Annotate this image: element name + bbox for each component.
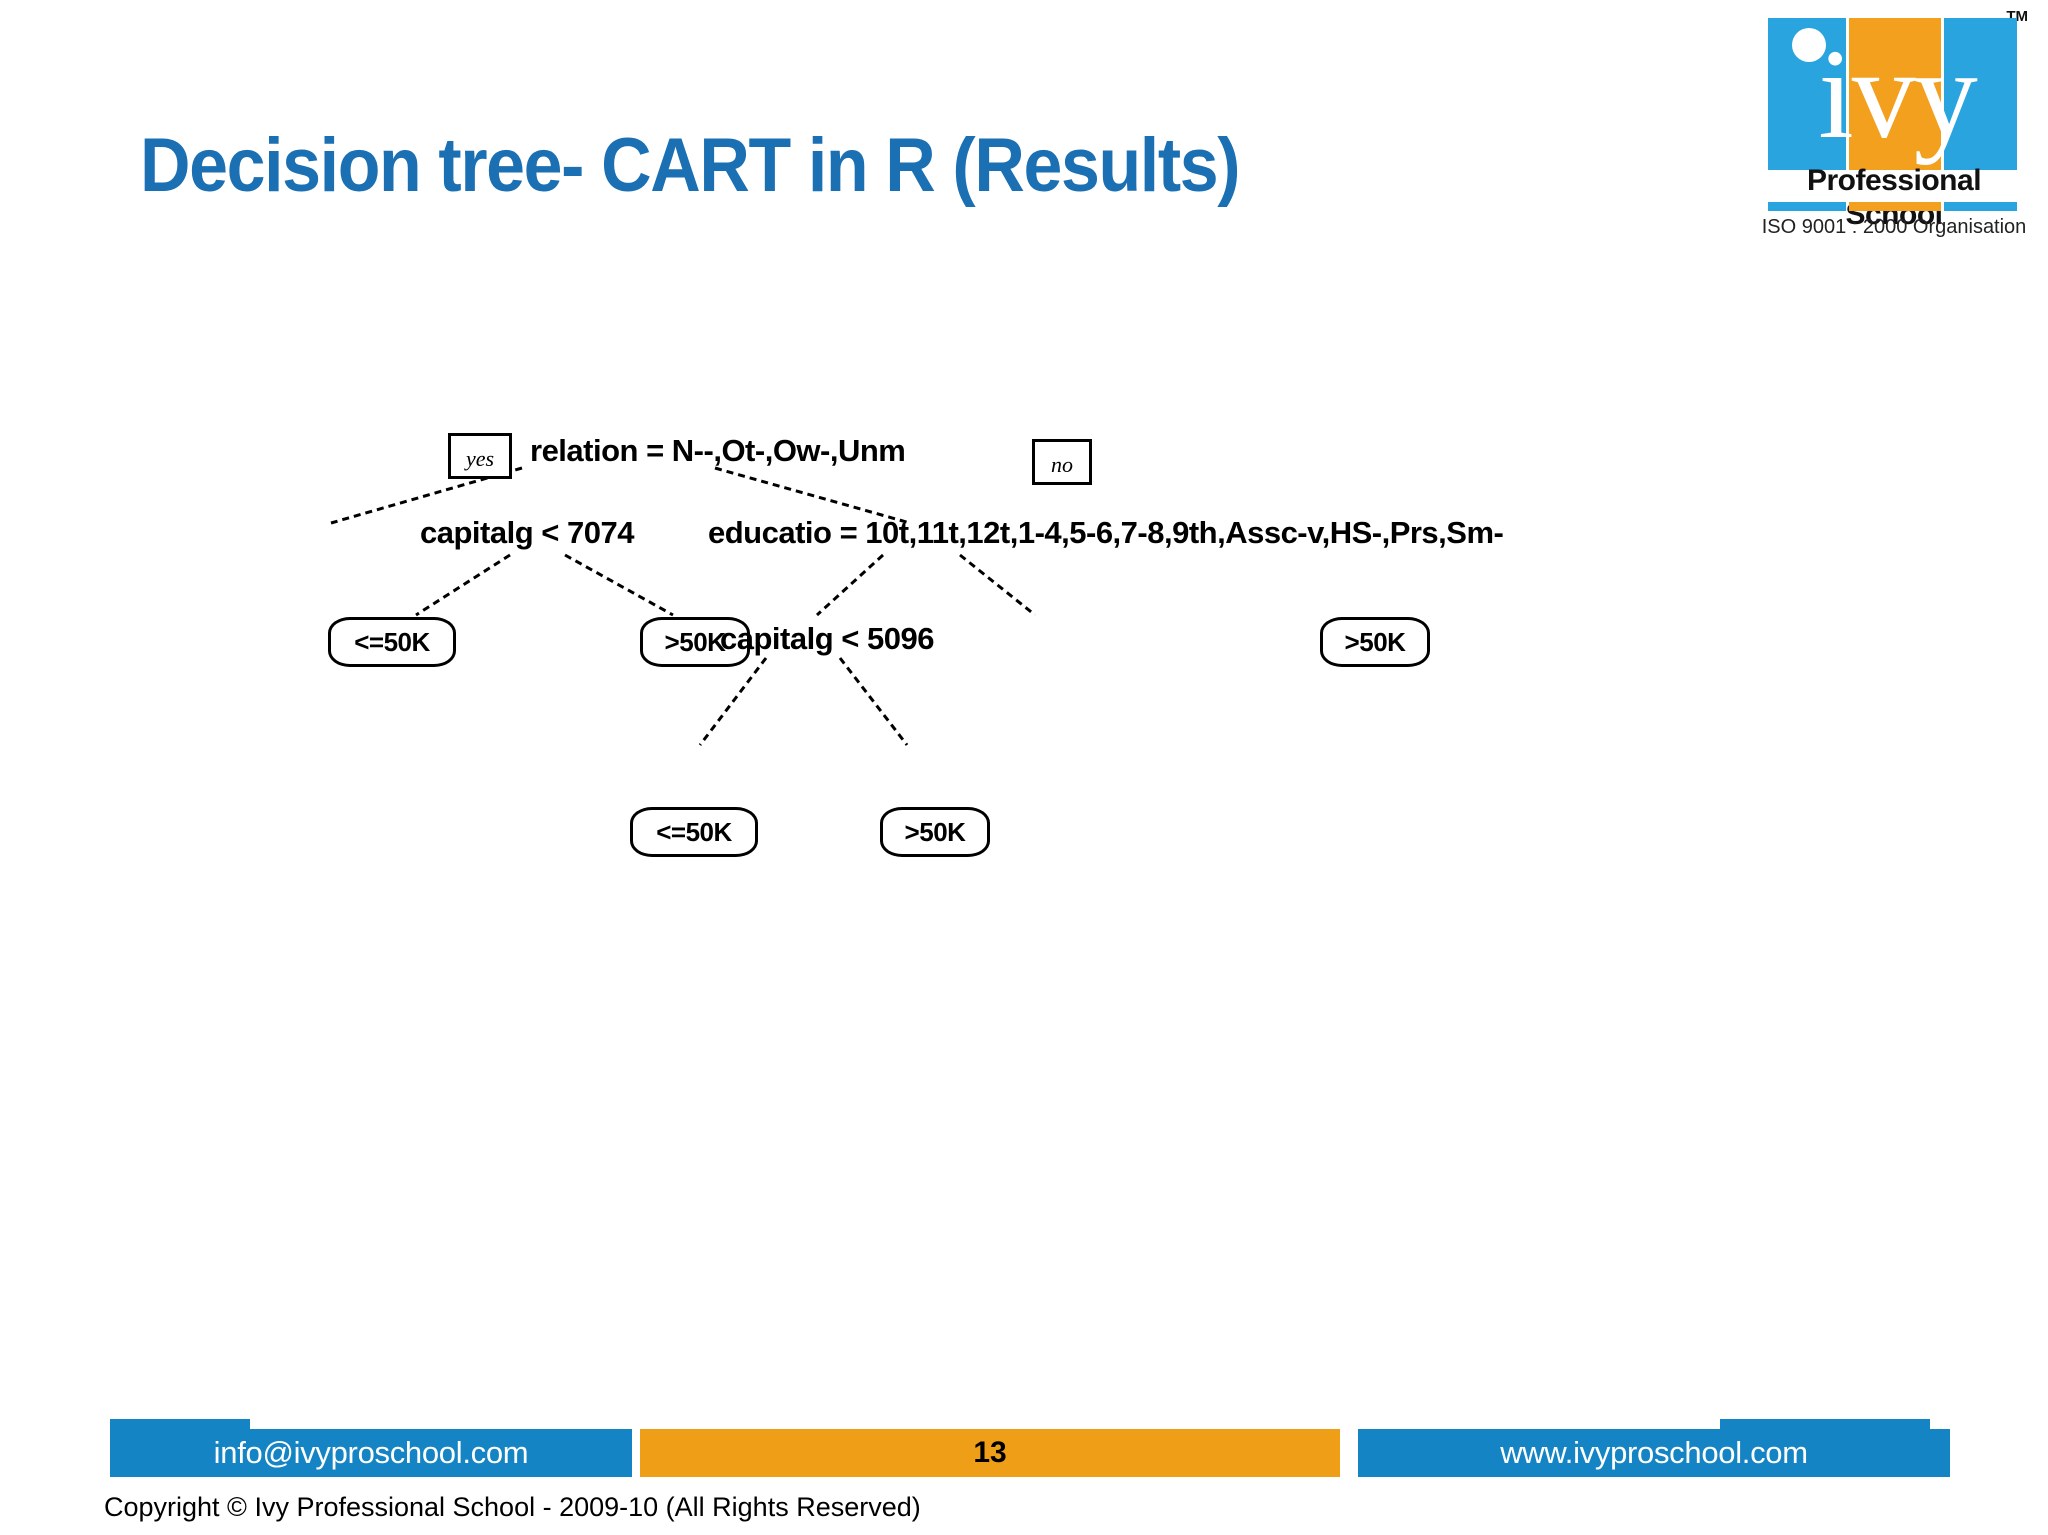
logo-color-blocks [1768, 18, 2020, 170]
root-yes-box: yes [448, 433, 512, 479]
leaf-node-gt50k-2: >50K [1320, 617, 1430, 667]
decision-tree-diagram: yes relation = N--,Ot-,Ow-,Unm no capita… [300, 395, 1760, 1095]
edge-root-left [330, 466, 523, 525]
leaf-node-gt50k-1: >50K [640, 617, 750, 667]
edge-root-right [714, 466, 911, 525]
tree-edges [330, 466, 1036, 746]
edge-l2right-left [815, 553, 885, 617]
logo-block-blue-right [1944, 18, 2018, 170]
logo-iso-certification: ISO 9001 : 2000 Organisation [1761, 216, 2027, 238]
logo-underline-bars [1768, 202, 2020, 211]
node-capitalg-7074: capitalg < 7074 [420, 515, 634, 550]
node-capitalg-5096: capitalg < 5096 [720, 621, 934, 656]
logo-underbar-orange [1849, 202, 1942, 211]
copyright-notice: Copyright © Ivy Professional School - 20… [104, 1492, 921, 1522]
logo-underbar-blue-left [1768, 202, 1847, 211]
edge-l3split-right [838, 657, 909, 746]
node-educatio-split: educatio = 10t,11t,12t,1-4,5-6,7-8,9th,A… [708, 515, 1504, 550]
leaf-node-le50k-2: <=50K [630, 807, 758, 857]
edge-l2left-left [415, 553, 511, 617]
edge-l2left-right [564, 553, 674, 617]
leaf-node-le50k-1: <=50K [328, 617, 456, 667]
footer-website-accent-bar [1720, 1419, 1930, 1429]
leaf-node-gt50k-3: >50K [880, 807, 990, 857]
logo-underbar-blue-right [1944, 202, 2018, 211]
logo-block-orange [1849, 18, 1942, 170]
page-title: Decision tree- CART in R (Results) [140, 123, 1241, 208]
ivy-professional-school-logo: TM ivy Professional School ISO 9001 : 20… [1758, 6, 2030, 248]
footer-page-number: 13 [640, 1429, 1340, 1477]
footer-email-link[interactable]: info@ivyproschool.com [110, 1429, 632, 1477]
edge-l2right-right [959, 553, 1036, 617]
footer-website-link[interactable]: www.ivyproschool.com [1358, 1429, 1950, 1477]
root-split-condition: relation = N--,Ot-,Ow-,Unm [530, 433, 906, 468]
logo-i-dot [1792, 28, 1826, 62]
footer-email-accent-bar [110, 1419, 250, 1429]
root-no-box: no [1032, 439, 1092, 485]
logo-wordmark-ivy: ivy [1818, 23, 1978, 165]
edge-l3split-left [698, 657, 768, 746]
